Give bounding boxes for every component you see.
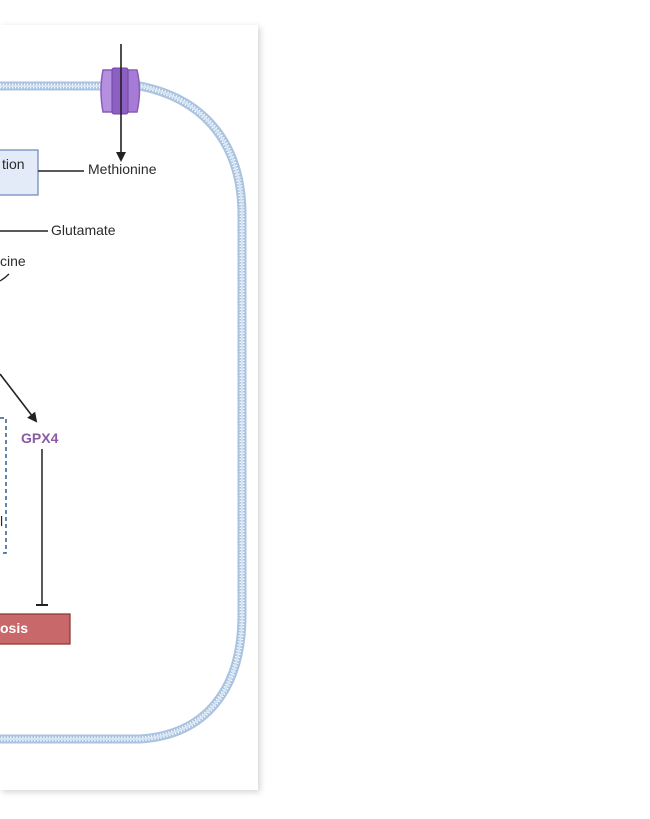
glutamate-label: Glutamate — [51, 222, 116, 238]
cine-connector — [0, 273, 10, 282]
cell-panel — [0, 25, 258, 790]
cine-label: cine — [0, 253, 26, 269]
gpx4-label: GPX4 — [21, 430, 59, 446]
gpx4-activation-arrow — [0, 373, 38, 423]
dashed-box-label: l — [0, 513, 4, 529]
process-box-label: tion — [2, 156, 25, 172]
cell-membrane-core — [0, 85, 243, 740]
dashed-box — [0, 417, 7, 554]
transporter-icon — [100, 67, 141, 115]
death-box — [0, 613, 71, 645]
methionine-label: Methionine — [88, 161, 157, 177]
process-box — [0, 149, 39, 196]
death-box-label: osis — [0, 620, 29, 636]
